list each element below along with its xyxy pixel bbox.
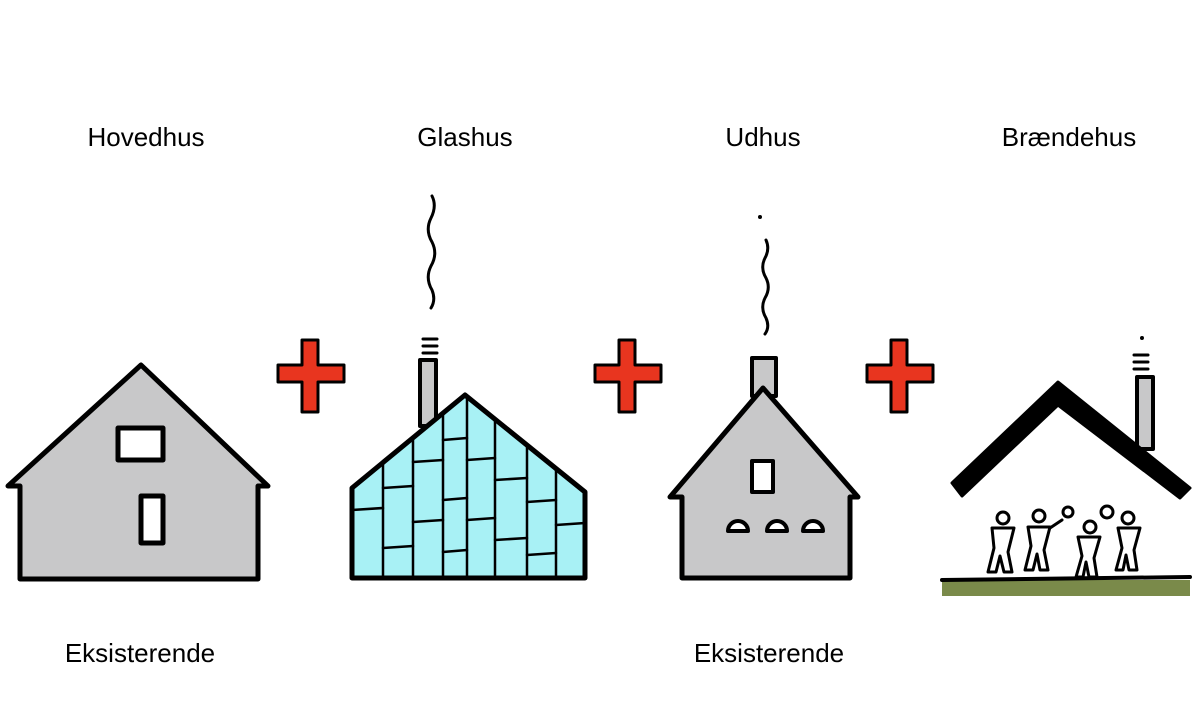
glashus-icon: [349, 194, 588, 581]
hovedhus-icon: [5, 362, 271, 582]
label-udhus: Udhus: [725, 122, 801, 152]
plus-icon: [865, 338, 935, 414]
people-icon: [986, 504, 1142, 579]
status-udhus: Eksisterende: [693, 638, 845, 668]
label-hovedhus: Hovedhus: [87, 122, 205, 152]
label-glashus: Glashus: [417, 122, 513, 152]
plus-icon: [593, 338, 663, 414]
label-braendehus: Brændehus: [1001, 122, 1137, 152]
status-hovedhus: Eksisterende: [64, 638, 216, 668]
udhus-icon: [667, 215, 861, 581]
braendehus-icon: [940, 336, 1192, 596]
plus-icon: [276, 338, 346, 414]
